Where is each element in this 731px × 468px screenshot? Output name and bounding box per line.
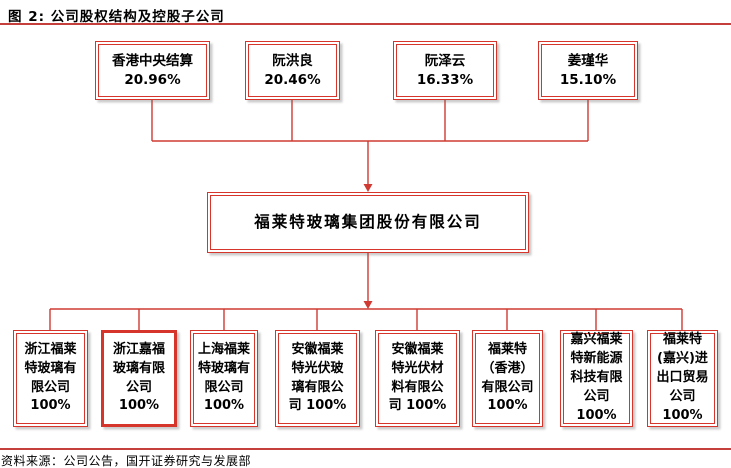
node-text-line: 安徽福莱	[291, 341, 344, 357]
node-text-line: 限公司	[30, 379, 70, 395]
node-text-line: 嘉兴福莱	[570, 332, 623, 348]
title-rule-line	[0, 23, 731, 25]
node-text-line: 100%	[203, 398, 245, 414]
figure-source: 资料来源：公司公告，国开证券研究与发展部	[1, 454, 252, 468]
node-text-line: 阮洪良	[272, 52, 313, 69]
node-text-line: 公司 100%	[118, 379, 160, 414]
parent-company-name: 福莱特玻璃集团股份有限公司	[254, 212, 482, 231]
subsidiary-box-1: 浙江福莱特玻璃有限公司 100%	[13, 330, 88, 427]
node-text-line: 司 100%	[388, 398, 447, 414]
subsidiary-box-3: 上海福莱特玻璃有限公司 100%	[190, 330, 258, 427]
subsidiary-box-8: 福莱特 (嘉兴)进出口贸易公司 100%	[647, 330, 718, 427]
node-text-line: 16.33%	[416, 71, 474, 88]
subsidiary-box-5: 安徽福莱特光伏材料有限公司 100%	[375, 330, 460, 427]
node-text-line: 公司 100%	[662, 388, 703, 423]
node-text-line: 福莱特	[487, 341, 527, 357]
shareholder-box-4: 姜瑾华 15.10%	[538, 41, 638, 100]
node-text-line: 100%	[30, 398, 71, 414]
node-text-line: 20.96%	[124, 71, 181, 88]
node-text-line: 玻璃有限	[112, 360, 165, 376]
node-text-line: 福莱特	[662, 332, 702, 348]
node-text-line: 安徽福莱	[391, 341, 444, 357]
node-text-line: （香港）	[481, 360, 534, 376]
subsidiary-box-2: 浙江嘉福玻璃有限公司 100%	[101, 330, 177, 427]
node-text-line: 出口贸易	[656, 370, 709, 386]
node-text-line: 浙江福莱	[24, 341, 77, 357]
figure-title: 图 2: 公司股权结构及控股子公司	[8, 9, 225, 25]
node-text-line: (嘉兴)进	[657, 351, 708, 367]
shareholder-box-2: 阮洪良 20.46%	[245, 41, 340, 100]
parent-company-box: 福莱特玻璃集团股份有限公司	[207, 192, 529, 253]
node-text-line: 璃有限公	[291, 379, 344, 395]
node-text-line: 特玻璃有	[24, 360, 77, 376]
subsidiary-box-6: 福莱特 （香港） 有限公司 100%	[472, 330, 543, 427]
node-text-line: 特光伏材	[391, 360, 444, 376]
node-text-line: 特新能源	[570, 351, 623, 367]
subsidiary-box-7: 嘉兴福莱特新能源科技有限公司 100%	[560, 330, 633, 427]
node-text-line: 特玻璃有	[197, 360, 250, 376]
footer-rule-line	[0, 448, 731, 450]
node-text-line: 料有限公	[391, 379, 444, 395]
node-text-line: 阮泽云	[424, 52, 466, 69]
node-text-line: 特光伏玻	[291, 360, 344, 376]
node-text-line: 科技有限	[570, 370, 623, 386]
node-text-line: 有限公司	[481, 379, 534, 395]
node-text-line: 100%	[487, 398, 528, 414]
node-text-line: 15.10%	[559, 71, 617, 88]
node-text-line: 20.46%	[264, 71, 321, 88]
node-text-line: 姜瑾华	[567, 52, 609, 69]
shareholder-box-1: 香港中央结算 20.96%	[95, 41, 210, 100]
node-text-line: 香港中央结算	[112, 52, 193, 69]
node-text-line: 公司 100%	[576, 388, 617, 423]
node-text-line: 浙江嘉福	[112, 341, 165, 357]
node-text-line: 司 100%	[288, 398, 347, 414]
shareholder-box-3: 阮泽云 16.33%	[393, 41, 497, 100]
node-text-line: 上海福莱	[197, 341, 250, 357]
subsidiary-box-4: 安徽福莱特光伏玻璃有限公司 100%	[275, 330, 360, 427]
node-text-line: 限公司	[204, 379, 244, 395]
